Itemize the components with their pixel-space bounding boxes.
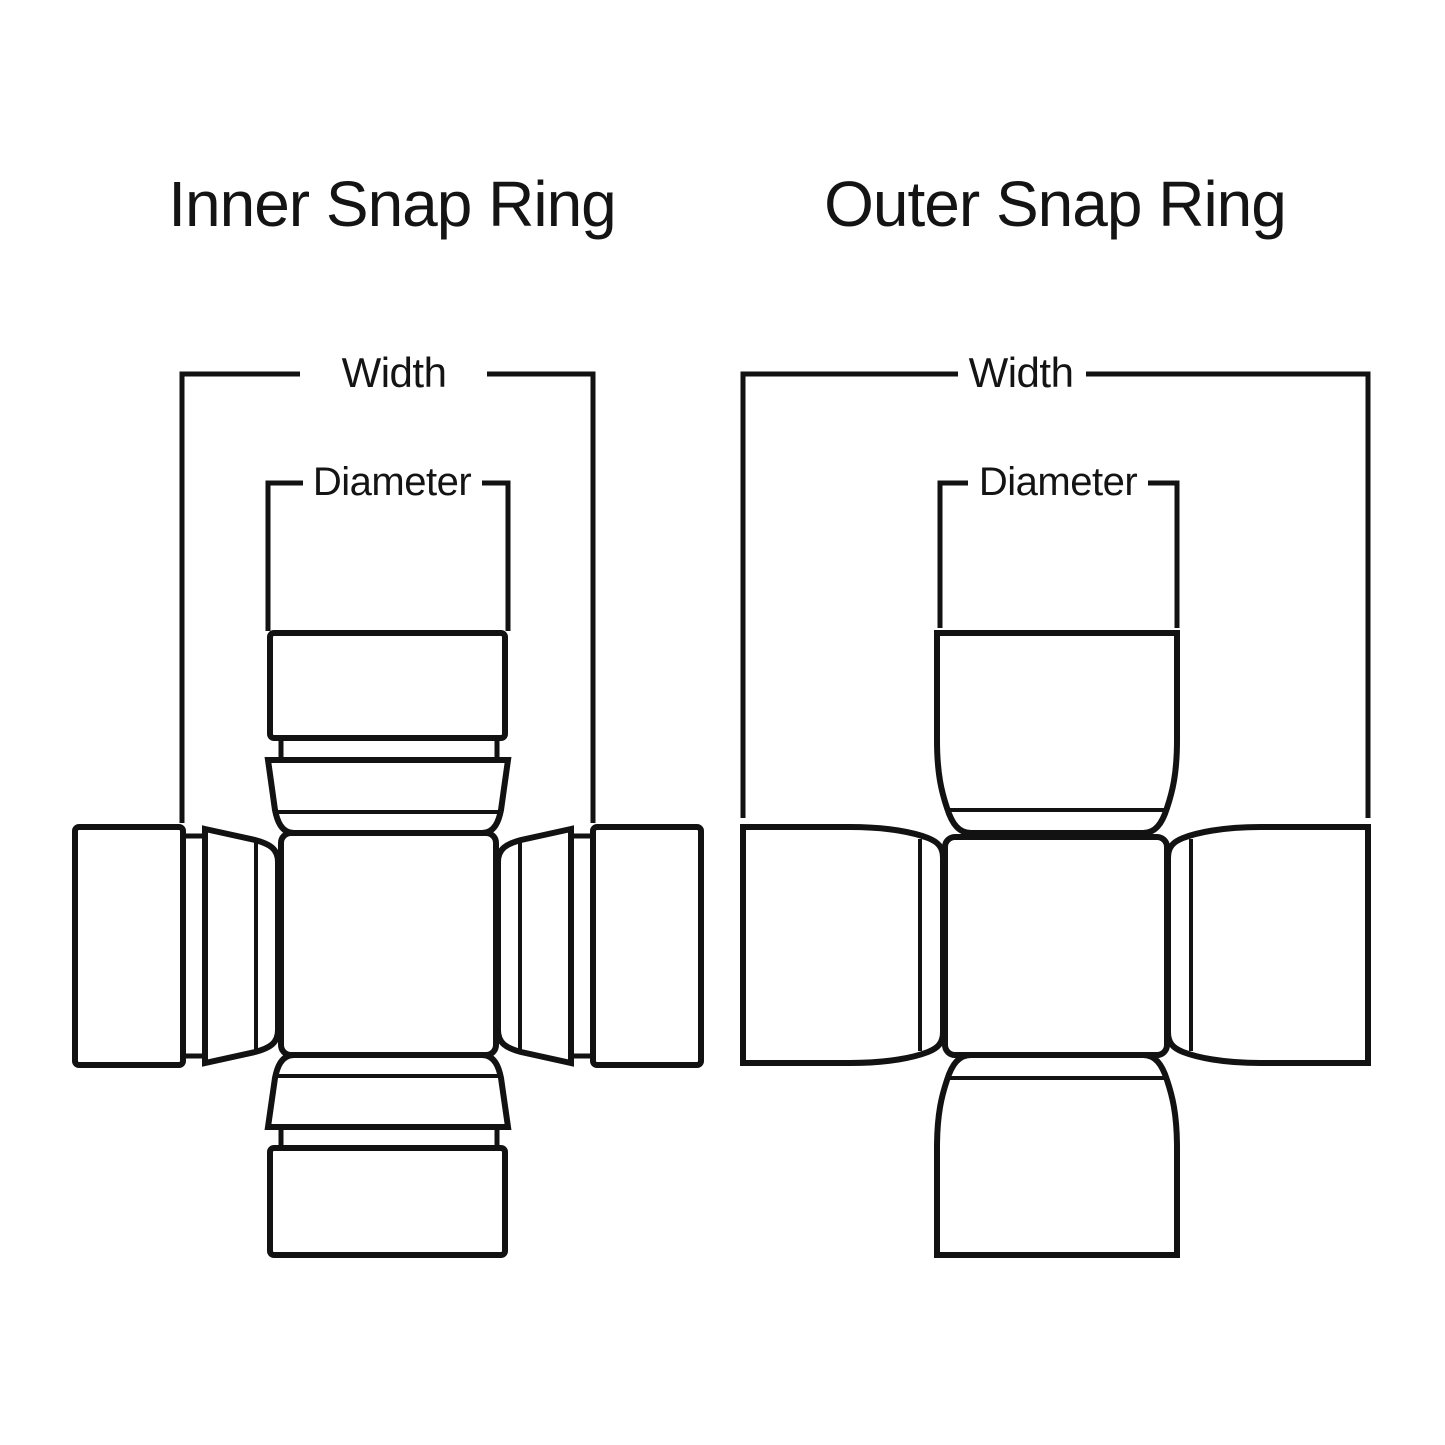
inner-bottom-bearing-cup [264,1052,512,1130]
inner-snap-ring-diagram [72,371,704,1258]
outer-top-bearing-cap [934,630,1180,836]
outer-diameter-label: Diameter [978,460,1138,504]
inner-right-snap-ring-step [571,833,593,1059]
inner-bottom-snap-ring-step [278,1127,500,1148]
inner-right-bearing-cap [590,824,704,1068]
inner-diagram-title: Inner Snap Ring [168,168,617,240]
inner-top-bearing-cap [267,630,508,741]
outer-bottom-bearing-cap [934,1052,1180,1258]
outer-cross-center-body [942,834,1170,1058]
outer-right-bearing-cap [1165,824,1371,1066]
outer-left-bearing-cap [740,824,946,1066]
inner-left-bearing-cup [202,825,281,1067]
outer-width-dimension-bracket [740,371,1371,818]
inner-left-snap-ring-step [183,833,205,1059]
outer-diagram-title: Outer Snap Ring [824,168,1287,240]
inner-top-snap-ring-step [278,738,500,760]
inner-diameter-label: Diameter [312,460,472,504]
inner-width-label: Width [341,349,447,396]
outer-snap-ring-diagram [740,371,1371,1258]
outer-width-label: Width [968,349,1074,396]
inner-diameter-dimension-bracket [265,480,511,631]
inner-bottom-bearing-cap [267,1145,508,1258]
inner-right-bearing-cup [495,825,574,1067]
outer-diameter-dimension-bracket [937,480,1180,628]
inner-width-dimension-bracket [179,371,596,823]
inner-cross-center-body [278,830,499,1058]
inner-left-bearing-cap [72,824,186,1068]
inner-top-bearing-cup [264,757,512,836]
